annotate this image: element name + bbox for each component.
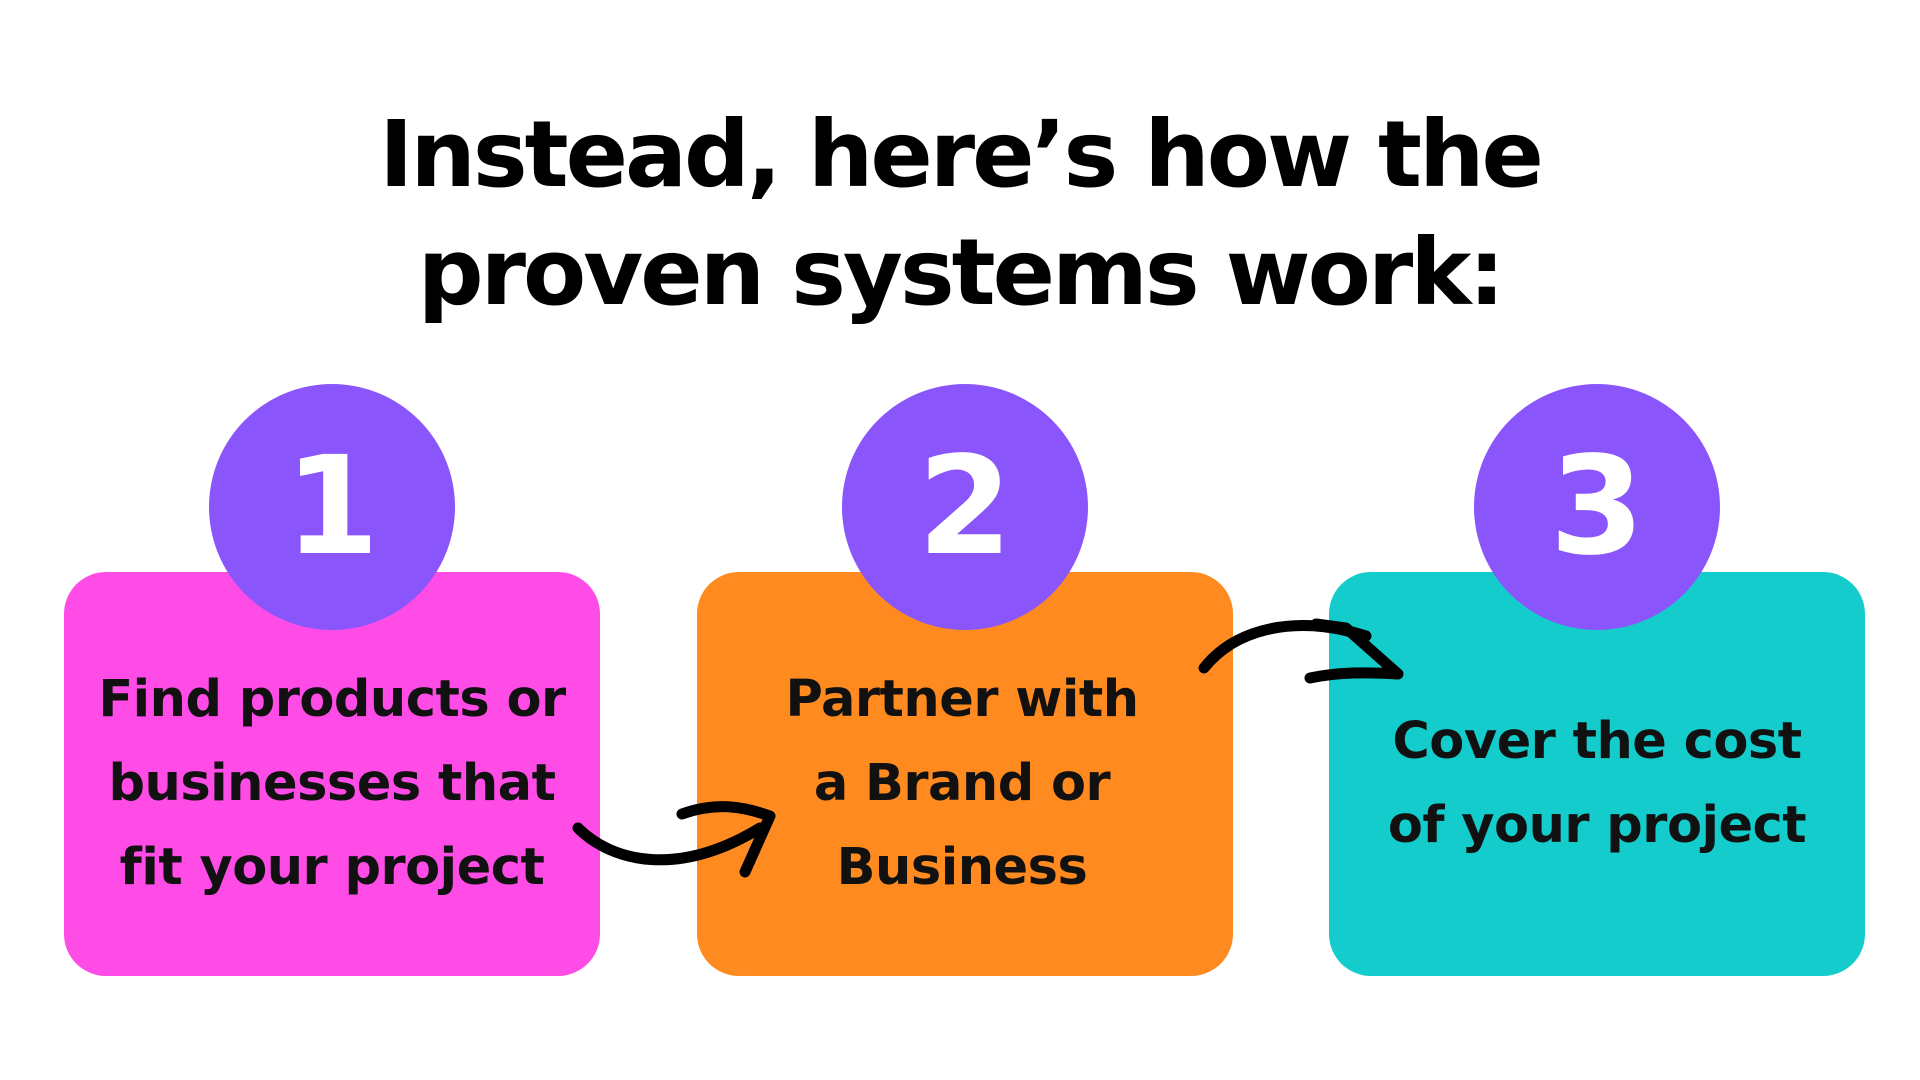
title-line-1: Instead, here’s how the xyxy=(379,101,1544,208)
step-1-card: Find products or businesses that fit you… xyxy=(64,572,600,976)
step-1-line-2: businesses that xyxy=(108,754,556,813)
page-title: Instead, here’s how the proven systems w… xyxy=(0,96,1920,332)
step-1-text: Find products or businesses that fit you… xyxy=(64,658,600,910)
step-2-text: Partner with a Brand or Business xyxy=(697,658,1233,910)
step-3-number-badge: 3 xyxy=(1474,384,1720,630)
step-2-number-badge: 2 xyxy=(842,384,1088,630)
step-1-number: 1 xyxy=(284,428,380,586)
step-3-text: Cover the cost of your project xyxy=(1329,700,1865,868)
step-2-line-2: a Brand or xyxy=(813,754,1111,813)
step-2-line-1: Partner with xyxy=(785,670,1139,729)
step-3-line-2: of your project xyxy=(1387,796,1807,855)
step-3-card: Cover the cost of your project xyxy=(1329,572,1865,976)
step-3-number: 3 xyxy=(1549,428,1645,586)
curved-arrow-icon-2 xyxy=(1198,618,1404,684)
step-1-number-badge: 1 xyxy=(209,384,455,630)
step-2-card: Partner with a Brand or Business xyxy=(697,572,1233,976)
step-1-line-3: fit your project xyxy=(119,838,545,897)
step-2-line-3: Business xyxy=(836,838,1088,897)
step-3-line-1: Cover the cost xyxy=(1392,712,1802,771)
step-1-line-1: Find products or xyxy=(98,670,566,729)
title-line-2: proven systems work: xyxy=(417,219,1505,326)
step-2-number: 2 xyxy=(917,428,1013,586)
curved-arrow-icon-1 xyxy=(572,801,776,878)
